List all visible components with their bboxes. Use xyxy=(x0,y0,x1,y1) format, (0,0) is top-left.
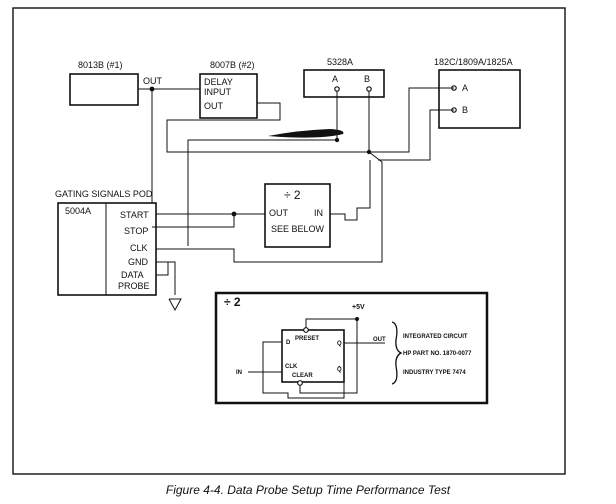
generator-8007b: 8007B (#2) DELAY INPUT OUT xyxy=(199,60,258,119)
clear-label: CLEAR xyxy=(292,373,313,379)
pod-pin-start: START xyxy=(120,210,149,220)
divider-out-label: OUT xyxy=(269,208,289,218)
generator-8007b-out-label: OUT xyxy=(204,101,224,111)
pod-title: GATING SIGNALS POD xyxy=(55,189,153,199)
qbar-label: Q̄ xyxy=(337,366,342,373)
counter-a-jack xyxy=(334,86,340,92)
divide-by-two-block: ÷ 2 OUT IN SEE BELOW xyxy=(264,183,331,248)
clk-pin-label: CLK xyxy=(285,364,298,370)
detail-in-label: IN xyxy=(236,370,242,376)
counter-label: 5328A xyxy=(327,57,353,67)
oscilloscope-b-label: B xyxy=(462,105,468,115)
pod-pin-data: DATA xyxy=(121,270,144,280)
oscilloscope-a-label: A xyxy=(462,83,468,93)
pod-wiring xyxy=(152,160,371,312)
detail-schematic: ÷ 2 +5V PRESET D Q Q̄ CLK CLEAR IN OUT I… xyxy=(214,291,489,405)
divider-in-label: IN xyxy=(314,208,323,218)
ic-line-1: INTEGRATED CIRCUIT xyxy=(403,334,468,340)
generator-8007b-delay-label: DELAY xyxy=(204,77,233,87)
q-label: Q xyxy=(337,341,342,347)
generator-8013b: 8013B (#1) OUT xyxy=(69,60,163,106)
pod-pin-clk: CLK xyxy=(130,243,148,253)
flip-flop-7474 xyxy=(281,329,345,383)
counter-b-jack xyxy=(366,86,372,92)
counter-5328a: 5328A A B xyxy=(303,57,385,98)
ground-symbol xyxy=(168,298,182,312)
gating-signals-pod: GATING SIGNALS POD 5004A START STOP CLK … xyxy=(55,189,157,296)
pod-model: 5004A xyxy=(65,206,91,216)
counter-a-label: A xyxy=(332,74,338,84)
detail-out-label: OUT xyxy=(373,337,386,343)
generator-8013b-label: 8013B (#1) xyxy=(78,60,123,70)
preset-label: PRESET xyxy=(295,336,319,342)
d-label: D xyxy=(286,340,291,346)
detail-symbol: ÷ 2 xyxy=(224,295,241,309)
supply-label: +5V xyxy=(352,304,365,311)
generator-8007b-label: 8007B (#2) xyxy=(210,60,255,70)
counter-b-label: B xyxy=(364,74,370,84)
oscilloscope-label: 182C/1809A/1825A xyxy=(434,57,513,67)
instrument-wiring xyxy=(138,86,454,263)
figure-frame xyxy=(12,7,566,475)
divider-note: SEE BELOW xyxy=(271,224,325,234)
ic-line-2: HP PART NO. 1870-0077 xyxy=(403,351,472,357)
pod-pin-probe: PROBE xyxy=(118,281,150,291)
generator-8013b-out-label: OUT xyxy=(143,76,163,86)
oscilloscope: 182C/1809A/1825A A B xyxy=(434,57,521,129)
figure-caption: Figure 4-4. Data Probe Setup Time Perfor… xyxy=(165,483,451,497)
ic-line-3: INDUSTRY TYPE 7474 xyxy=(403,370,466,376)
divider-symbol: ÷ 2 xyxy=(284,188,301,202)
pod-pin-gnd: GND xyxy=(128,257,149,267)
cable-bundle xyxy=(268,129,344,138)
pod-pin-stop: STOP xyxy=(124,226,148,236)
generator-8007b-input-label: INPUT xyxy=(204,87,232,97)
